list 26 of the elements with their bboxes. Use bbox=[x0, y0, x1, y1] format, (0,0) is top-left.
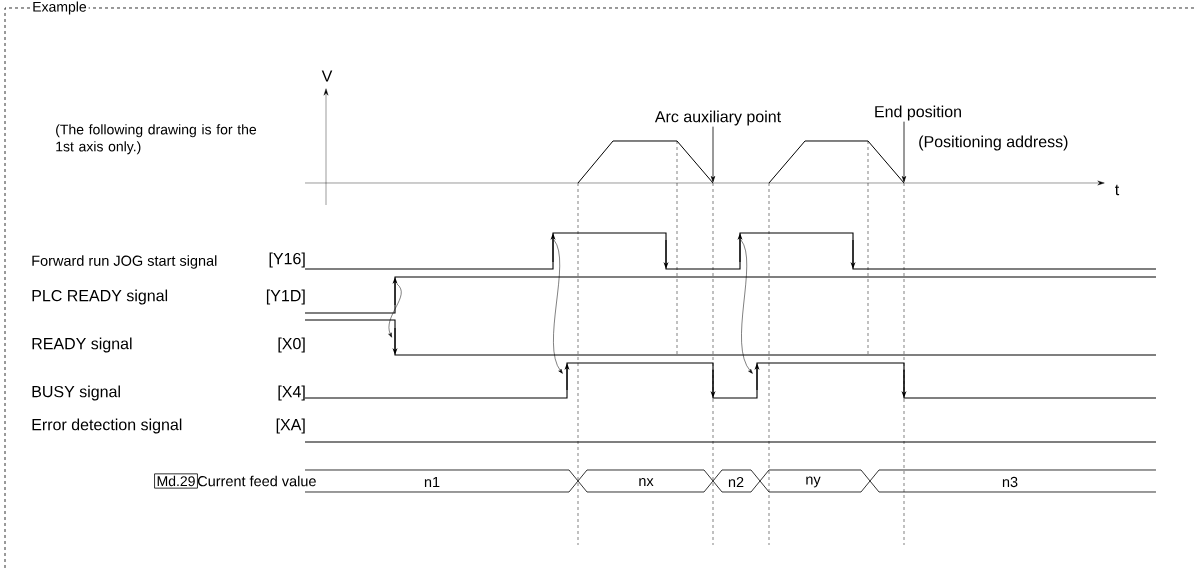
register-tag: Md.29 bbox=[154, 473, 198, 489]
bus-value: n2 bbox=[728, 476, 744, 488]
signal-name: PLC READY signal bbox=[32, 289, 168, 305]
axis-label: V bbox=[321, 70, 333, 82]
signal-address: [X0] bbox=[278, 337, 305, 353]
callout-text: Arc auxiliary point bbox=[654, 110, 781, 126]
signal-name: Forward run JOG start signal bbox=[32, 255, 217, 269]
bus-value: ny bbox=[806, 476, 821, 488]
signal-address: [X4] bbox=[278, 385, 305, 401]
bus-value: n1 bbox=[424, 477, 440, 487]
signal-name: BUSY signal bbox=[32, 385, 120, 401]
signal-name: Current feed value bbox=[197, 475, 316, 487]
signal-address: [Y1D] bbox=[266, 289, 305, 305]
signal-address: [XA] bbox=[276, 418, 305, 434]
leader-line bbox=[901, 121, 907, 183]
note-text: (The following drawing is for the 1st axis only.) bbox=[56, 124, 257, 155]
callout-text: (Positioning address) bbox=[919, 135, 1068, 151]
leader-line bbox=[710, 126, 716, 183]
signal-name: Error detection signal bbox=[32, 418, 182, 434]
frame-title: Example bbox=[30, 0, 89, 17]
signal-name: READY signal bbox=[32, 337, 132, 353]
callout-text: End position bbox=[875, 105, 961, 121]
bus-value: nx bbox=[639, 478, 654, 486]
signal-address: [Y16] bbox=[269, 252, 305, 268]
bus-value: n3 bbox=[1002, 476, 1018, 488]
axis-label: t bbox=[1115, 184, 1120, 196]
